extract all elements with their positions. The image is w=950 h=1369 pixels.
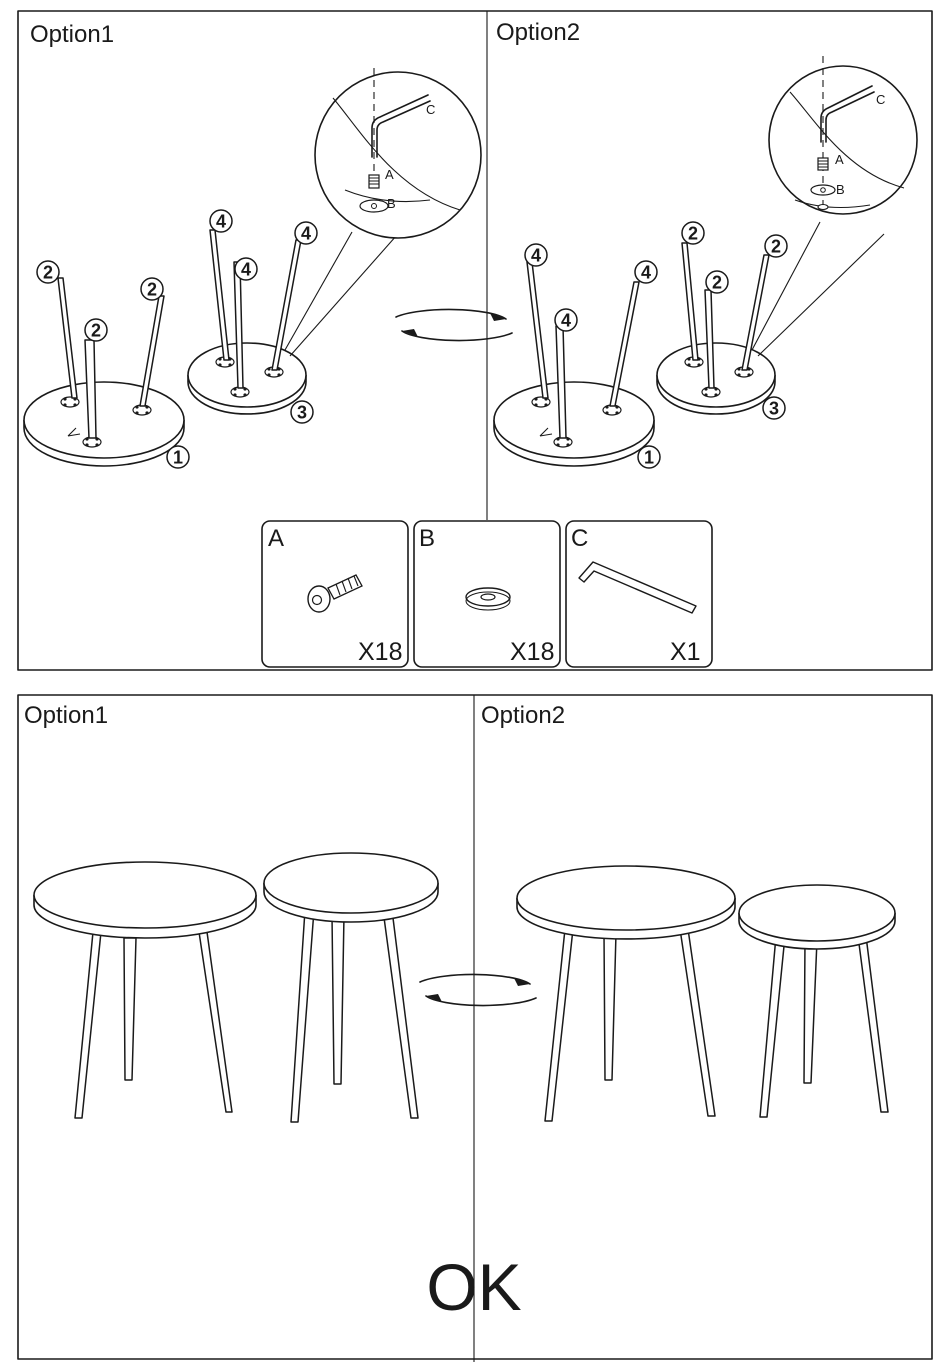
rotate-arrows-icon <box>396 309 512 340</box>
option2-detail-magnifier: A B C <box>769 56 917 214</box>
option1-small-table <box>264 853 438 1122</box>
hardware-letter: A <box>268 525 284 552</box>
step1-option1-label: Option1 <box>30 21 114 48</box>
allen-key-icon <box>579 562 696 613</box>
step2-panel: Option1 Option2 <box>18 695 932 1362</box>
detail-letter-a: A <box>385 167 394 182</box>
option1-detail-magnifier: A B C <box>315 68 481 238</box>
step1-option2-label: Option2 <box>496 19 580 46</box>
screw-icon <box>308 575 362 612</box>
option2-large-table <box>517 866 735 1121</box>
hardware-box-b: B X18 <box>414 521 560 667</box>
hardware-box-a: A X18 <box>262 521 408 667</box>
option2-small-table <box>739 885 895 1117</box>
option1-large-top-with-legs <box>24 261 189 468</box>
option2-small-top-with-legs <box>657 222 884 419</box>
hardware-letter: B <box>419 525 435 552</box>
step1-panel: Option1 Option2 <box>18 11 932 670</box>
hardware-quantity: X18 <box>358 638 402 666</box>
result-ok-text: OK <box>426 1250 521 1324</box>
detail-letter-b: B <box>836 182 845 197</box>
hardware-letter: C <box>571 525 588 552</box>
hardware-quantity: X18 <box>510 638 554 666</box>
detail-letter-a: A <box>835 152 844 167</box>
detail-letter-c: C <box>876 92 885 107</box>
step2-option1-label: Option1 <box>24 702 108 729</box>
step2-option2-label: Option2 <box>481 702 565 729</box>
option2-large-top-with-legs <box>494 244 660 468</box>
option1-large-table <box>34 862 256 1118</box>
hardware-quantity: X1 <box>670 638 701 666</box>
washer-icon <box>466 588 510 610</box>
detail-letter-c: C <box>426 102 435 117</box>
rotate-arrows-icon <box>420 974 536 1005</box>
detail-letter-b: B <box>387 196 396 211</box>
hardware-box-c: C X1 <box>566 521 712 667</box>
option1-small-top-with-legs <box>188 210 412 423</box>
